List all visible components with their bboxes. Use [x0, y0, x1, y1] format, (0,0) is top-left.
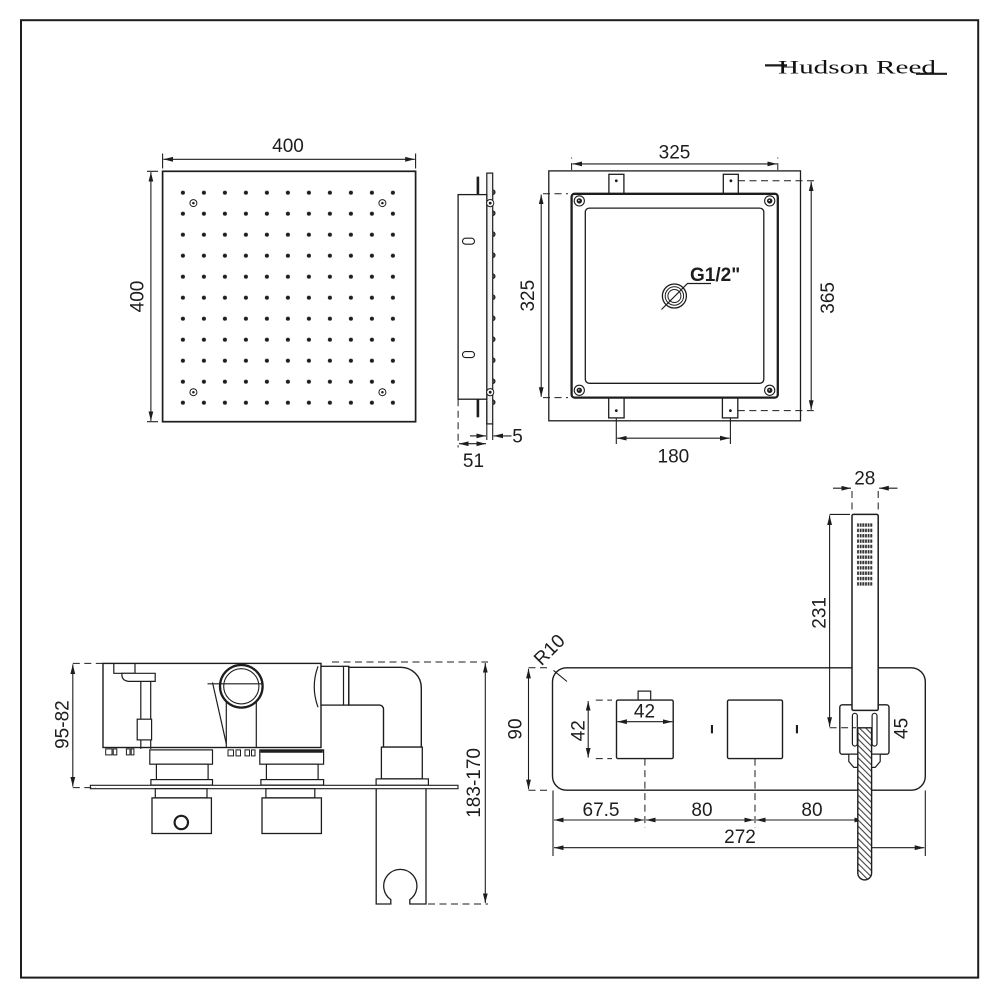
svg-text:400: 400 [128, 281, 149, 313]
svg-text:5: 5 [512, 427, 523, 448]
svg-text:180: 180 [658, 447, 690, 468]
svg-text:400: 400 [272, 136, 304, 157]
svg-text:80: 80 [801, 800, 822, 821]
svg-text:80: 80 [691, 800, 712, 821]
svg-text:272: 272 [724, 827, 756, 848]
svg-text:95-82: 95-82 [52, 700, 73, 749]
svg-text:45: 45 [892, 718, 913, 739]
svg-text:28: 28 [854, 469, 875, 490]
svg-text:67.5: 67.5 [583, 800, 620, 821]
svg-text:325: 325 [659, 143, 691, 164]
svg-text:42: 42 [634, 702, 655, 723]
svg-text:G1/2": G1/2" [690, 265, 740, 286]
svg-text:231: 231 [809, 597, 830, 629]
svg-text:365: 365 [818, 282, 839, 314]
svg-text:51: 51 [463, 451, 484, 472]
svg-text:Hudson Reed: Hudson Reed [778, 58, 937, 79]
svg-text:90: 90 [505, 718, 526, 739]
svg-text:183-170: 183-170 [464, 748, 485, 818]
svg-text:325: 325 [518, 280, 539, 312]
svg-text:42: 42 [568, 720, 589, 741]
